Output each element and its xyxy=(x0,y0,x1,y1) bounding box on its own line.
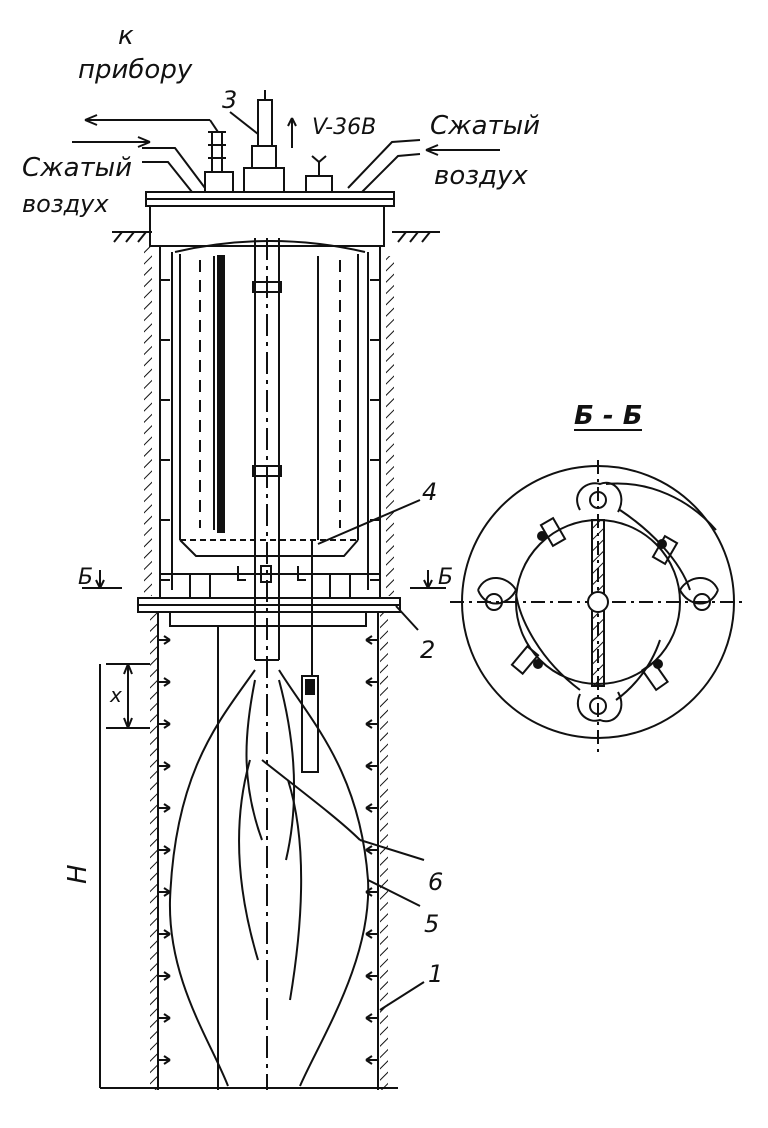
label-air-right-2: воздух xyxy=(434,161,528,191)
label-to: к xyxy=(118,21,134,51)
wall-pressure-arrow xyxy=(158,1055,171,1065)
wall-pressure-arrow xyxy=(365,845,378,855)
wall-pressure-arrow xyxy=(158,845,171,855)
callout-5: 5 xyxy=(424,910,439,938)
wall-pressure-arrow xyxy=(365,971,378,981)
upper-casing xyxy=(159,246,381,596)
inner-pipes xyxy=(199,255,341,540)
lower-flange xyxy=(137,566,401,627)
wire-to-device xyxy=(84,114,219,133)
spray-cavity xyxy=(168,669,370,1087)
section-view xyxy=(450,429,746,752)
callout-3: 3 xyxy=(222,86,237,114)
top-flange xyxy=(145,191,395,253)
dim-H-label: H xyxy=(63,864,93,884)
wall-pressure-arrow xyxy=(365,635,378,645)
section-title: Б - Б xyxy=(574,401,643,431)
central-rod xyxy=(252,238,282,1090)
wall-pressure-arrow xyxy=(158,929,171,939)
label-voltage: V-36В xyxy=(312,115,376,140)
fitting-left xyxy=(204,131,234,193)
wall-pressure-arrow xyxy=(158,761,171,771)
wall-pressure-arrow xyxy=(365,1013,378,1023)
label-air-left-2: воздух xyxy=(22,190,109,218)
wall-pressure-arrow xyxy=(365,929,378,939)
wall-pressure-arrow xyxy=(158,719,171,729)
dimension-x xyxy=(106,663,150,729)
wall-pressure-arrows xyxy=(158,279,380,1065)
callout-2: 2 xyxy=(420,636,435,664)
callout-4: 4 xyxy=(422,478,437,506)
air-pipe-right xyxy=(347,139,421,193)
central-rod-head xyxy=(243,90,285,193)
section-cut-markers xyxy=(82,570,446,589)
section-mark-left: Б xyxy=(78,565,93,590)
wall-pressure-arrow xyxy=(158,1013,171,1023)
callout-6: 6 xyxy=(428,868,443,896)
dim-x-label: x xyxy=(109,683,122,707)
air-pipe-left xyxy=(142,147,206,193)
label-to-device: прибору xyxy=(78,55,193,85)
wall-pressure-arrow xyxy=(365,761,378,771)
wall-pressure-arrow xyxy=(158,635,171,645)
section-mark-right: Б xyxy=(438,565,453,590)
wall-pressure-arrow xyxy=(158,887,171,897)
wall-pressure-arrow xyxy=(365,719,378,729)
air-arrow-right xyxy=(425,144,500,156)
wall-pressure-arrow xyxy=(158,971,171,981)
wall-pressure-arrow xyxy=(158,803,171,813)
label-air-left-1: Сжатый xyxy=(22,153,132,183)
wall-pressure-arrow xyxy=(365,803,378,813)
voltage-arrow xyxy=(287,117,297,148)
air-arrow-left xyxy=(72,136,151,148)
hanging-sensor xyxy=(301,540,319,773)
borehole-wall xyxy=(100,246,398,1090)
ground-hatch-top xyxy=(112,231,440,243)
wall-pressure-arrow xyxy=(365,1055,378,1065)
callout-1: 1 xyxy=(428,960,443,988)
fitting-right xyxy=(305,155,333,193)
callout-leaders xyxy=(229,111,425,1011)
wall-pressure-arrow xyxy=(158,677,171,687)
wall-pressure-arrow xyxy=(365,677,378,687)
label-air-right-1: Сжатый xyxy=(430,111,540,141)
